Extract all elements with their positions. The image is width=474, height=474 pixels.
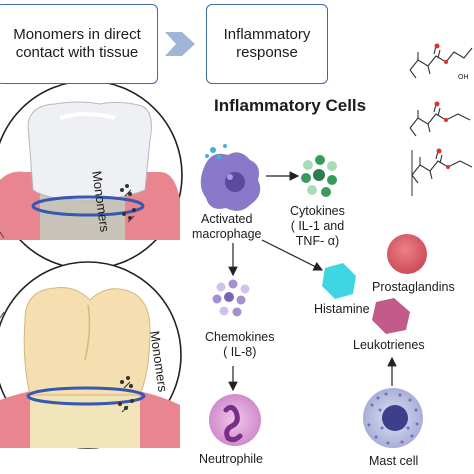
histamine-shape [322, 263, 356, 299]
box-monomers-in-contact-text: Monomers in direct contact with tissue [13, 26, 141, 61]
prostaglandins-shape [387, 234, 427, 274]
neutrophile-cell [209, 394, 261, 446]
lower-tooth-illustration [0, 261, 182, 449]
molecule-oh-label: OH [458, 74, 469, 81]
mast-cell [363, 388, 423, 448]
label-activated-macrophage: Activated macrophage [192, 212, 262, 242]
label-chemokines-line2: ( IL-8) [223, 345, 257, 359]
label-macrophage-line2: macrophage [192, 227, 262, 241]
box-monomers-in-contact: Monomers in direct contact with tissue [0, 4, 158, 84]
arrow-macrophage-to-histamine [261, 239, 324, 271]
label-cytokines-line2: ( IL-1 and [290, 219, 345, 233]
cytokine-particles [301, 155, 337, 197]
label-cytokines: Cytokines ( IL-1 and TNF- α) [290, 204, 345, 249]
label-histamine: Histamine [314, 302, 370, 316]
label-neutrophile: Neutrophile [199, 452, 263, 466]
label-prostaglandins: Prostaglandins [372, 280, 455, 294]
chevron-arrow-right [165, 32, 195, 56]
molecule-structures [409, 45, 473, 196]
label-chemokines-line1: Chemokines [205, 330, 275, 344]
label-chemokines: Chemokines ( IL-8) [205, 330, 274, 360]
label-leukotrienes: Leukotrienes [353, 338, 425, 352]
label-cytokines-line3: TNF- α) [295, 234, 340, 248]
leukotrienes-shape [372, 298, 410, 334]
chemokine-particles [212, 279, 250, 317]
label-macrophage-line1: Activated [201, 212, 253, 226]
box-inflammatory-response: Inflammatory response [206, 4, 328, 84]
label-cytokines-line1: Cytokines [290, 204, 345, 218]
macrophage-cell [200, 144, 261, 211]
heading-inflammatory-cells: Inflammatory Cells [214, 96, 367, 115]
box-inflammatory-response-text: Inflammatory response [223, 26, 311, 61]
label-mast-cell: Mast cell [369, 454, 419, 468]
